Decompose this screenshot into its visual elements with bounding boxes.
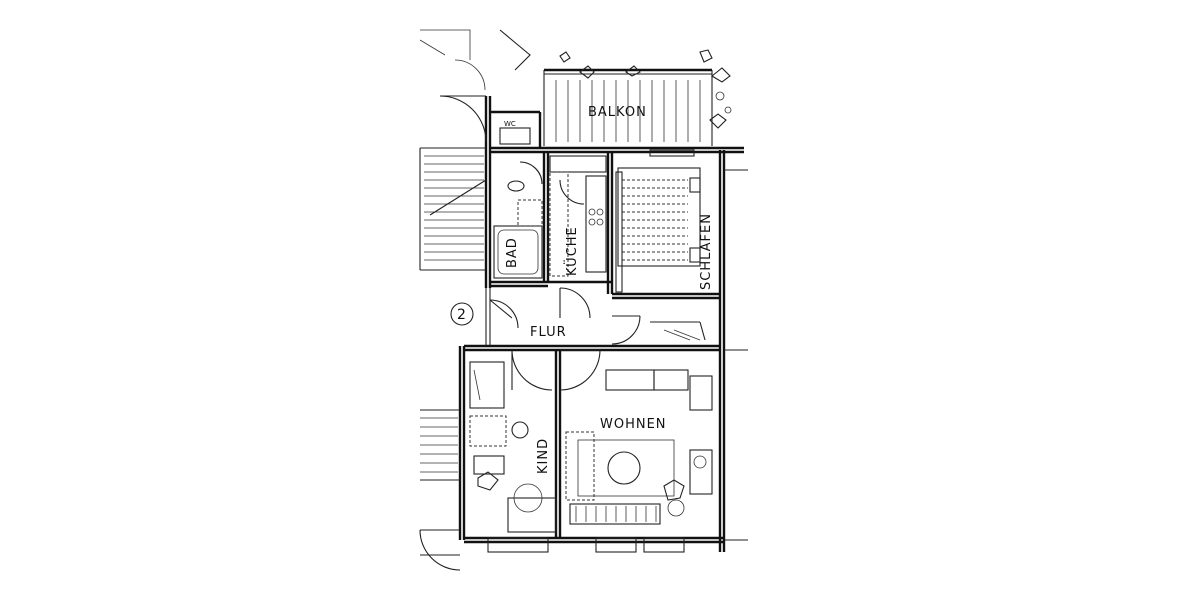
room-label-flur: FLUR [530, 325, 567, 340]
room-label-wohnen: WOHNEN [600, 417, 667, 432]
unit-number-marker: 2 [450, 302, 474, 326]
room-label-balkon: BALKON [588, 105, 647, 120]
room-labels: BALKON WC BAD KÜCHE SCHLAFEN FLUR WOHNEN… [504, 105, 714, 474]
room-label-kueche: KÜCHE [563, 226, 580, 276]
room-label-schlafen: SCHLAFEN [699, 213, 714, 290]
balcony-hatch [555, 49, 732, 157]
fixtures [469, 127, 713, 533]
room-label-kind: KIND [536, 438, 551, 474]
room-label-bad: BAD [505, 237, 520, 268]
doors [489, 161, 706, 391]
interior-walls [464, 110, 720, 538]
stairwell [419, 29, 531, 571]
unit-number: 2 [457, 307, 466, 323]
room-label-wc: WC [504, 120, 516, 128]
